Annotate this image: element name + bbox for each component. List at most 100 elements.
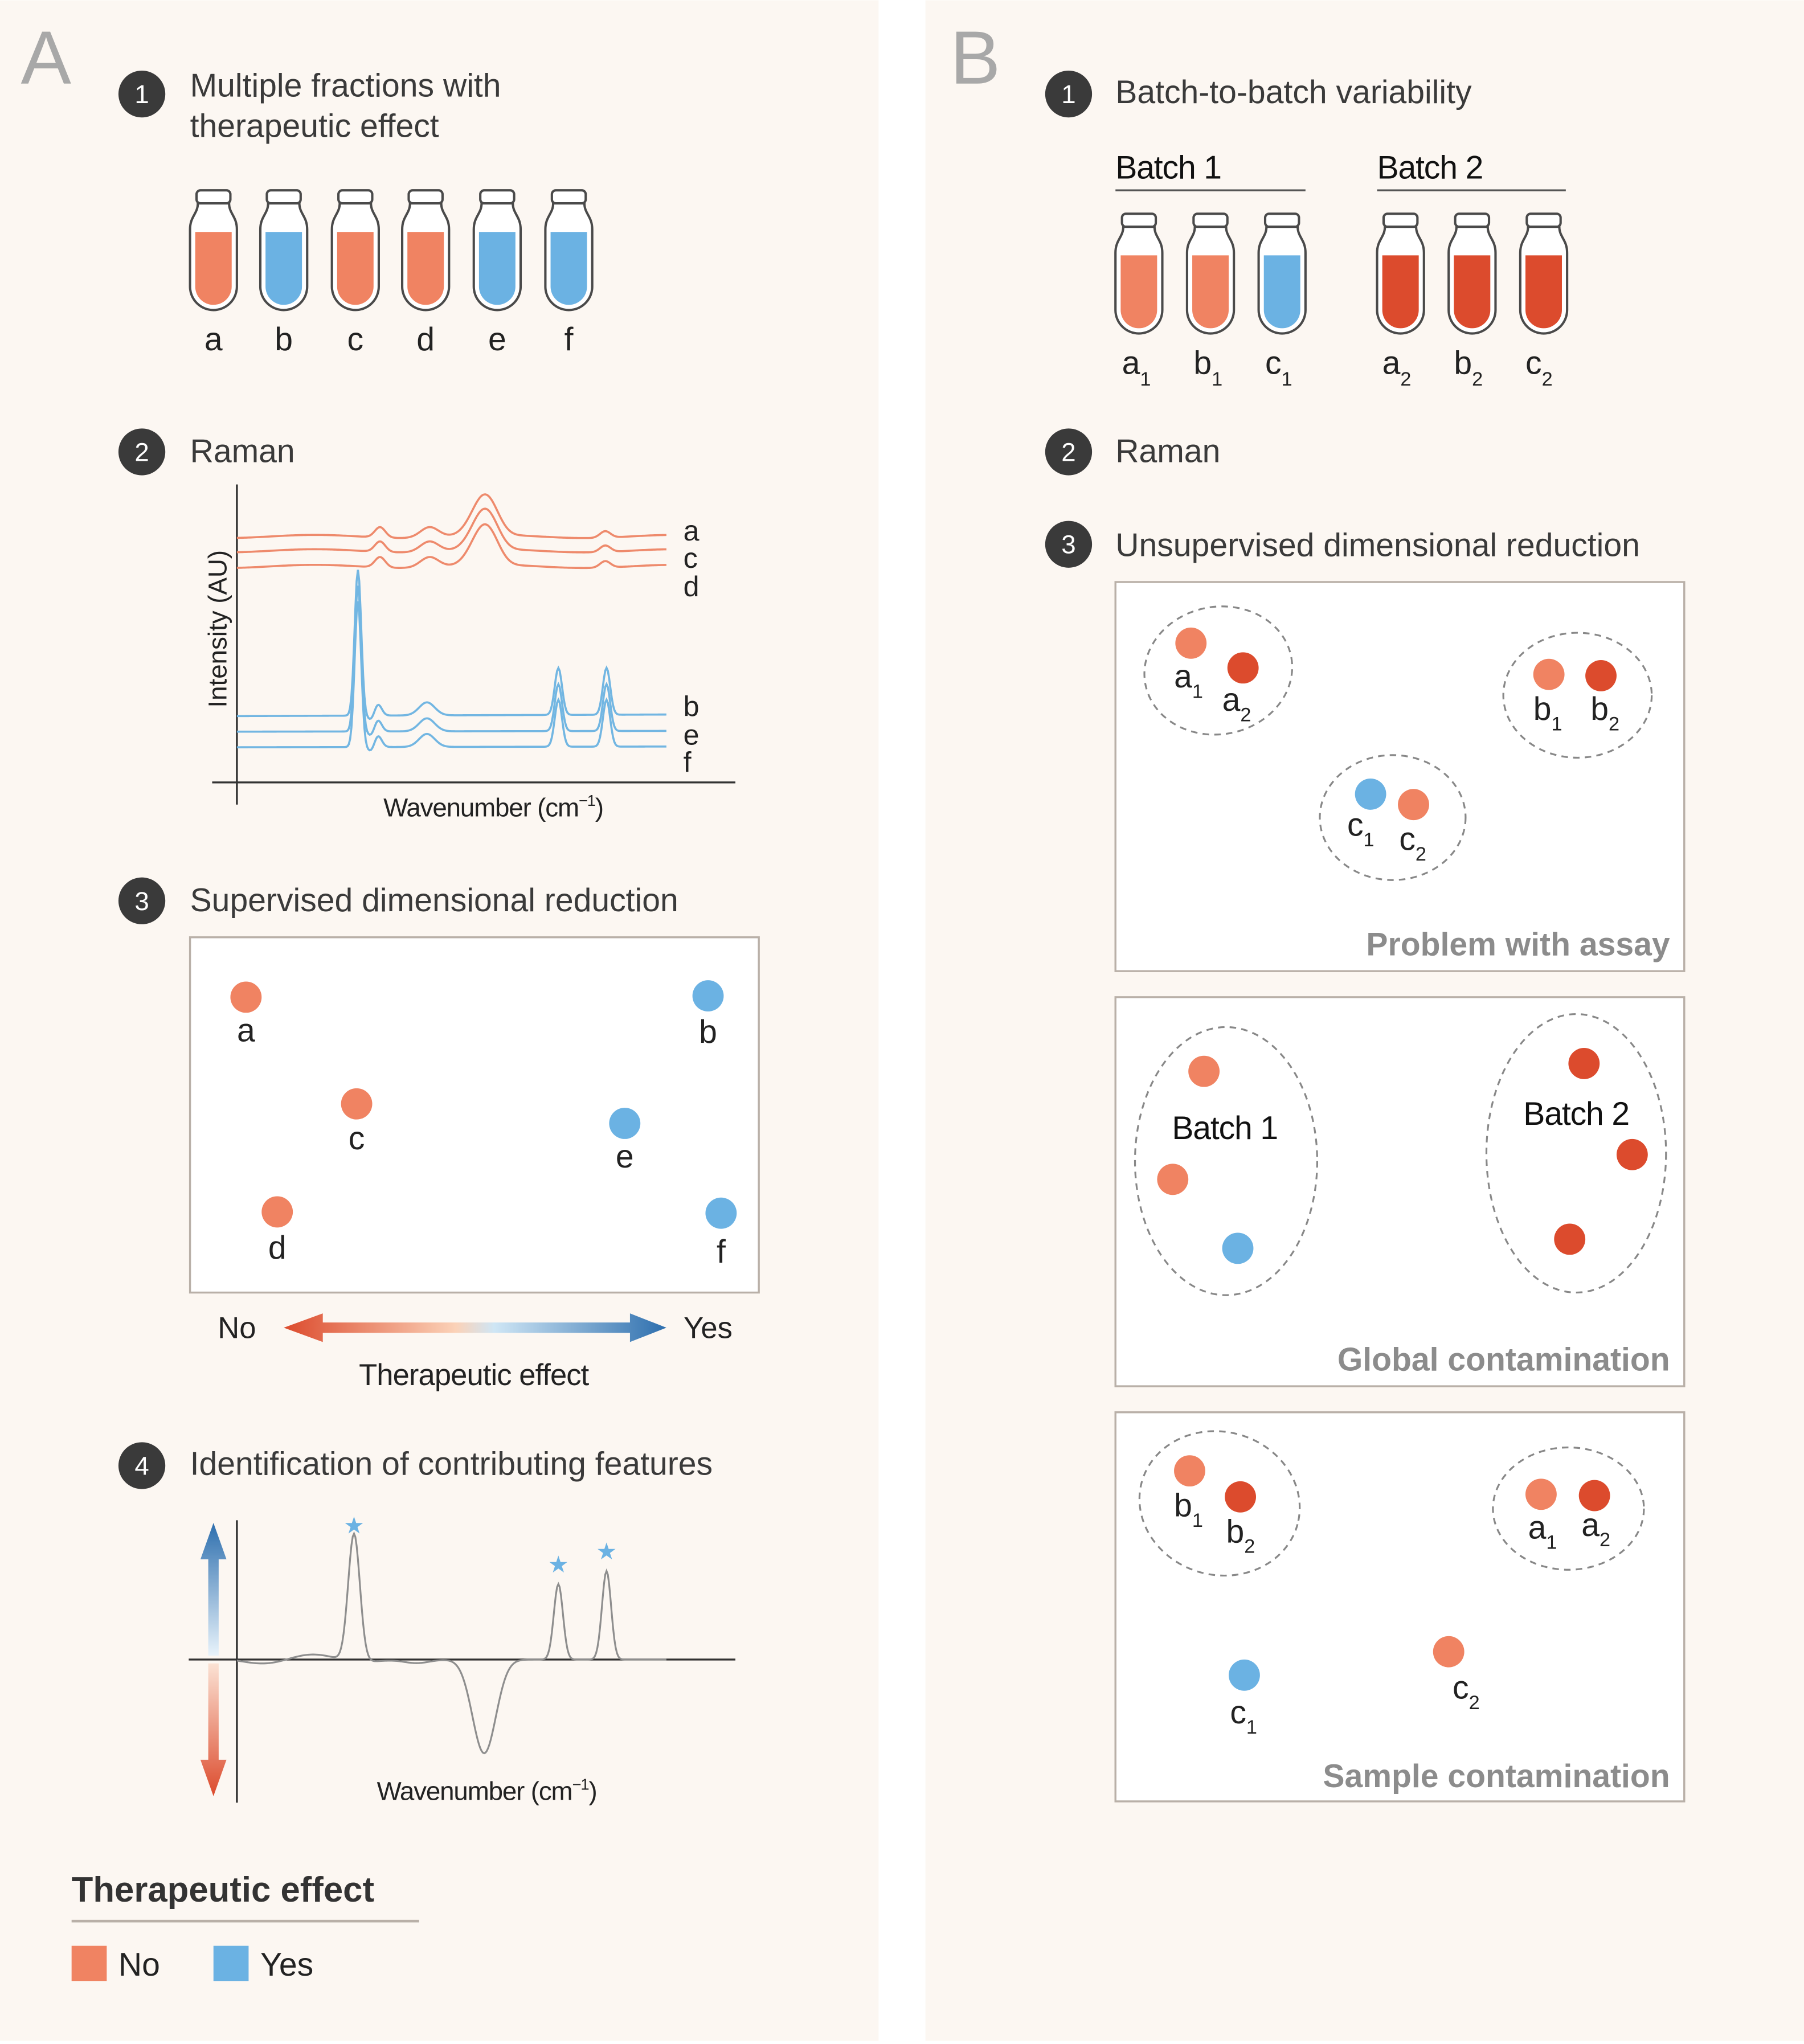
svg-text:1: 1 — [1061, 80, 1075, 109]
point — [1568, 1047, 1600, 1079]
tube-label-f: f — [564, 321, 574, 358]
point-b1 — [1174, 1455, 1205, 1487]
step-title-b1: Batch-to-batch variability — [1115, 74, 1472, 110]
step-title-b2: Raman — [1115, 433, 1220, 470]
tube-a — [189, 189, 238, 312]
point — [1222, 1232, 1254, 1264]
point-b2 — [1585, 660, 1617, 691]
axis-no-label: No — [218, 1312, 256, 1345]
legend-label-yes: Yes — [260, 1947, 313, 1983]
raman-curve-b — [236, 570, 666, 720]
arrow-down-icon — [200, 1663, 227, 1796]
scenario-global-contamination: Batch 1 Batch 2 Global contamination — [1114, 996, 1686, 1387]
arrow-up-icon — [200, 1523, 227, 1656]
tube-c2 — [1519, 212, 1569, 335]
svg-text:4: 4 — [134, 1451, 149, 1480]
curve-label-d: d — [684, 571, 699, 603]
step-badge-a1: 1 — [118, 70, 166, 118]
cluster-outline — [1138, 1430, 1301, 1577]
tube-c1 — [1257, 212, 1307, 335]
supervised-plot-box — [189, 936, 760, 1294]
label-c1: c1 — [1347, 807, 1375, 851]
tube-label-c: c — [347, 321, 364, 358]
point-d — [261, 1196, 293, 1228]
svg-text:2: 2 — [1061, 437, 1075, 466]
curve-label-e: e — [684, 719, 699, 751]
curve-label-c: c — [684, 542, 698, 574]
cluster-outline — [1143, 605, 1294, 736]
tube-label-b2: b2 — [1454, 345, 1483, 390]
tube-e — [472, 189, 522, 312]
cluster-outline — [1485, 1013, 1667, 1294]
scenario-caption: Global contamination — [1337, 1342, 1670, 1378]
label-c2: c2 — [1453, 1669, 1480, 1713]
cluster-label-batch2: Batch 2 — [1523, 1096, 1629, 1132]
point-c1 — [1355, 778, 1386, 810]
point-e — [609, 1108, 641, 1139]
tube-label-a: a — [204, 321, 223, 358]
panel-a-letter: A — [21, 16, 72, 100]
point-a1 — [1175, 627, 1207, 659]
raman-curve-d — [236, 523, 666, 570]
label-a1: a1 — [1174, 658, 1203, 702]
scenario-problem-with-assay: a1 a2 b1 b2 c1 c2 Problem with assay — [1114, 581, 1686, 972]
raman-curve-c — [236, 507, 666, 554]
svg-text:3: 3 — [1061, 530, 1075, 559]
cluster-outline — [1134, 1026, 1319, 1296]
step-title-a1-line1: Multiple fractions with — [190, 68, 501, 104]
point-label-a: a — [237, 1013, 255, 1049]
point-b — [692, 980, 724, 1012]
label-b2: b2 — [1590, 691, 1619, 735]
point-b1 — [1533, 658, 1565, 690]
point-label-b: b — [699, 1014, 717, 1050]
cluster-outline — [1319, 754, 1467, 881]
tube-labels-b: a1 b1 c1 a2 b2 c2 — [1122, 345, 1553, 390]
point-c2 — [1398, 789, 1429, 821]
label-b1: b1 — [1174, 1488, 1203, 1531]
point-label-c: c — [349, 1120, 365, 1157]
svg-text:2: 2 — [134, 437, 149, 466]
raman-curve-a — [236, 493, 666, 539]
tube-f — [544, 189, 594, 312]
step-badge-b2: 2 — [1045, 428, 1093, 476]
tube-a1 — [1114, 212, 1164, 335]
point-c — [341, 1088, 373, 1120]
star-icon: ★ — [548, 1551, 569, 1578]
tube-c — [330, 189, 380, 312]
tube-label-e: e — [488, 321, 506, 358]
step-badge-b3: 3 — [1045, 521, 1093, 568]
raman-y-axis-label: Intensity (AU) — [203, 550, 232, 708]
step-title-a3: Supervised dimensional reduction — [190, 882, 678, 919]
svg-text:3: 3 — [134, 887, 149, 916]
tube-label-c2: c2 — [1525, 345, 1553, 390]
batch2-heading: Batch 2 — [1377, 150, 1483, 186]
step-badge-a2: 2 — [118, 428, 166, 476]
curve-label-a: a — [684, 515, 699, 547]
point — [1188, 1055, 1220, 1087]
panel-b-letter: B — [950, 16, 1000, 100]
tube-d — [401, 189, 451, 312]
therapeutic-axis-title: Therapeutic effect — [359, 1358, 590, 1392]
tube-label-a1: a1 — [1122, 345, 1151, 390]
label-a2: a2 — [1222, 682, 1251, 726]
feature-stars: ★ ★ ★ — [343, 1512, 617, 1578]
raman-spectra — [236, 493, 666, 752]
step-badge-b1: 1 — [1045, 70, 1093, 118]
legend-swatch-yes — [213, 1945, 249, 1981]
tube-b2 — [1447, 212, 1497, 335]
step-title-a1-line2: therapeutic effect — [190, 108, 439, 144]
step-badge-a4: 4 — [118, 1442, 166, 1489]
tube-label-a2: a2 — [1382, 345, 1412, 390]
tube-a2 — [1376, 212, 1425, 335]
step-title-a4: Identification of contributing features — [190, 1445, 713, 1482]
point-b2 — [1225, 1481, 1257, 1513]
tube-b — [259, 189, 309, 312]
point — [1554, 1223, 1586, 1255]
star-icon: ★ — [596, 1538, 617, 1564]
tube-label-b: b — [275, 321, 293, 358]
curve-label-f: f — [684, 747, 692, 779]
legend-title: Therapeutic effect — [72, 1870, 374, 1910]
cluster-outline — [1502, 632, 1653, 759]
